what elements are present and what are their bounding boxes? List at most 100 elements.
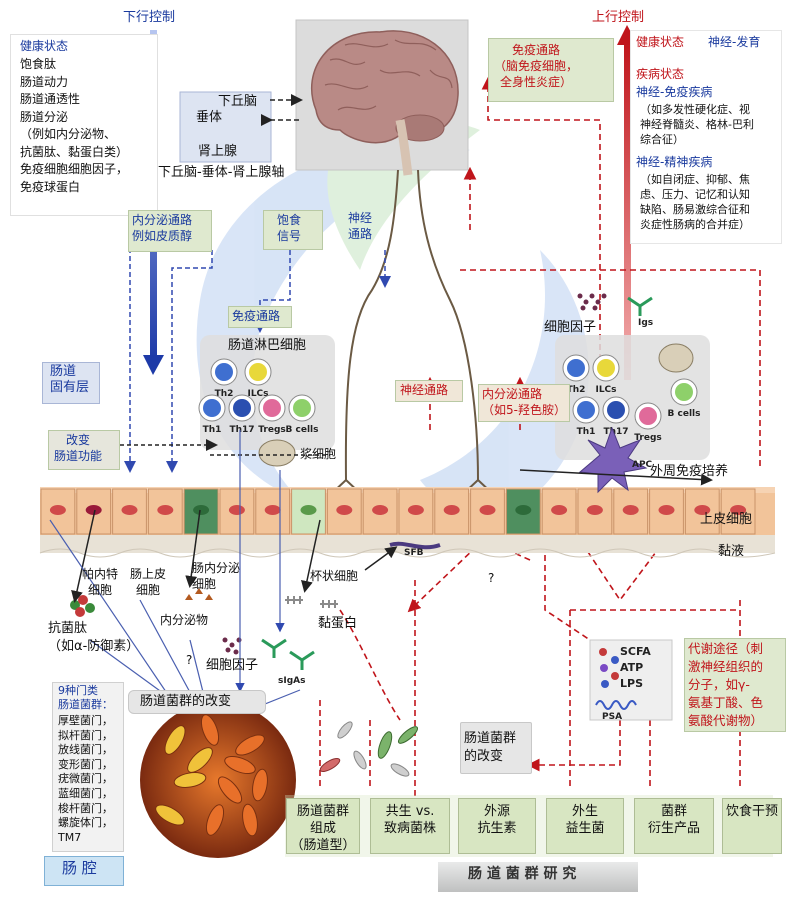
lymphocyte: Th17 <box>602 396 630 437</box>
lymphocyte-label: Th17 <box>229 425 254 435</box>
mucin-label: 黏蛋白 <box>318 616 358 631</box>
epithelial-cell <box>505 488 541 535</box>
cytokine-dots-top <box>577 293 607 311</box>
right-neural-label: 神经通路 <box>400 383 449 397</box>
epithelial-cell <box>326 488 362 535</box>
neuro-psych-detail: （如自闭症、抑郁、焦 虑、压力、记忆和认知 缺陷、肠易激综合征和 炎症性肠病的合… <box>640 173 750 231</box>
health-item: 抗菌肽、黏蛋白类） <box>20 144 129 159</box>
neuro-dev-label: 神经-发育 <box>708 35 761 49</box>
epithelial-cell <box>398 488 434 535</box>
phyla-box <box>52 682 124 852</box>
phylum-item: 疣微菌门， <box>58 772 113 786</box>
neuro-immune-detail: （如多发性硬化症、视 神经脊髓炎、格林-巴利 综合征） <box>640 103 754 146</box>
hypothalamus-label: 下丘脑 <box>218 94 258 109</box>
health-item: 肠道动力 <box>20 74 69 89</box>
lymphocyte: Th2 <box>562 354 590 395</box>
metabolite-item: ATP <box>620 661 644 674</box>
brain-image <box>310 30 459 176</box>
phylum-item: TM7 <box>58 830 82 844</box>
immune-pathway-box <box>228 306 292 328</box>
lymphocyte: ILCs <box>244 358 272 399</box>
question-mark: ? <box>186 653 193 667</box>
epithelial-cells <box>40 488 756 535</box>
bacterium <box>242 803 258 837</box>
apc-label: APC <box>632 460 653 470</box>
pituitary-label: 垂体 <box>196 110 223 125</box>
lymphocyte: ILCs <box>592 354 620 395</box>
health-state-right: 健康状态 <box>636 35 685 49</box>
health-item: 肠道分泌 <box>20 109 69 124</box>
mid-change-box <box>460 722 532 774</box>
lymphocyte: Tregs <box>258 394 286 435</box>
metabolite-item: SCFA <box>620 645 651 658</box>
epithelial-cell <box>219 488 255 535</box>
lymphocyte-label: Tregs <box>634 433 662 443</box>
phylum-item: 梭杆菌门， <box>58 801 113 815</box>
right-neural-box <box>395 380 463 402</box>
health-item: 饱食肽 <box>20 57 57 71</box>
sfb-label: SFB <box>404 548 424 558</box>
microbe-sketches <box>319 721 419 777</box>
microbiota-change-box <box>128 690 266 714</box>
change-func-label: 改变 肠道功能 <box>54 433 103 463</box>
research-box: 肠道菌群 组成 （肠道型） <box>286 798 360 854</box>
igs-icon <box>627 296 653 316</box>
lymphocyte: Th2 <box>210 358 238 399</box>
health-item: 免疫球蛋白 <box>20 179 81 194</box>
bacterium <box>252 768 268 802</box>
adrenal-label: 肾上腺 <box>198 144 238 159</box>
bacterium <box>187 747 213 773</box>
question-mark-2: ? <box>488 571 495 585</box>
mid-change-label: 肠道菌群 的改变 <box>464 731 517 764</box>
endocrine-secretion-label: 内分泌物 <box>160 613 209 627</box>
epithelial-cell <box>76 488 112 535</box>
siga-label: sIgAs <box>278 676 306 686</box>
ascending-title: 上行控制 <box>592 10 645 25</box>
endocrine-pathway-label: 内分泌通路 例如皮质醇 <box>132 213 193 243</box>
metabolite-dots <box>595 648 637 710</box>
lymphocyte-label: Th1 <box>577 427 596 437</box>
health-item: （例如内分泌物、 <box>20 127 117 141</box>
lumen-box <box>44 856 124 886</box>
health-item: 肠道通透性 <box>20 92 81 106</box>
change-func-box <box>48 430 120 470</box>
siga-icons <box>261 638 315 670</box>
phylum-item: 变形菌门， <box>58 757 113 771</box>
igs-label: Igs <box>638 318 654 328</box>
epithelial-cell <box>183 488 219 535</box>
endocrine-dots <box>185 588 213 600</box>
descending-title: 下行控制 <box>123 10 176 25</box>
research-bar <box>438 862 638 892</box>
epithelial-cell <box>541 488 577 535</box>
research-box: 菌群 衍生产品 <box>634 798 714 854</box>
phyla-heading: 9种门类 肠道菌群： <box>58 684 113 711</box>
endocrine-pathway-box <box>128 210 212 252</box>
research-box: 共生 vs. 致病菌株 <box>370 798 450 854</box>
bacterium <box>224 755 256 775</box>
amp-cluster <box>70 595 95 617</box>
goblet-label: 杯状细胞 <box>310 569 359 583</box>
bacterium <box>155 804 185 826</box>
right-endocrine-label: 内分泌通路 （如5-羟色胺） <box>482 387 566 417</box>
lamina-label: 肠道 固有层 <box>50 364 90 395</box>
neural-pathway-label: 神经 通路 <box>348 211 373 241</box>
neuro-immune-label: 神经-免疫疾病 <box>636 85 713 99</box>
epithelial-cell <box>720 488 756 535</box>
top-right-box <box>630 30 782 244</box>
lymphocyte: Th1 <box>572 396 600 437</box>
phyla-list: 厚壁菌门，拟杆菌门，放线菌门，变形菌门，疣微菌门，蓝细菌门，梭杆菌门，螺旋体门，… <box>58 714 113 845</box>
lamina-box <box>42 362 100 404</box>
epithelial-cell-label: 肠上皮 细胞 <box>130 567 167 597</box>
microbiota-change-label: 肠道菌群的改变 <box>140 694 232 709</box>
research-title: 肠 道 菌 群 研 究 <box>468 866 577 882</box>
epithelial-cell <box>649 488 684 535</box>
phylum-item: 蓝细菌门， <box>58 786 113 800</box>
enteroendocrine-label: 肠内分泌 细胞 <box>192 561 241 591</box>
lymphocyte-label: B cells <box>668 409 701 419</box>
lymphocyte-label: Th2 <box>567 385 586 395</box>
b-cell-large <box>658 343 694 373</box>
health-item: 免疫细胞细胞因子， <box>20 162 129 176</box>
cytokine-dots-low <box>222 637 242 655</box>
